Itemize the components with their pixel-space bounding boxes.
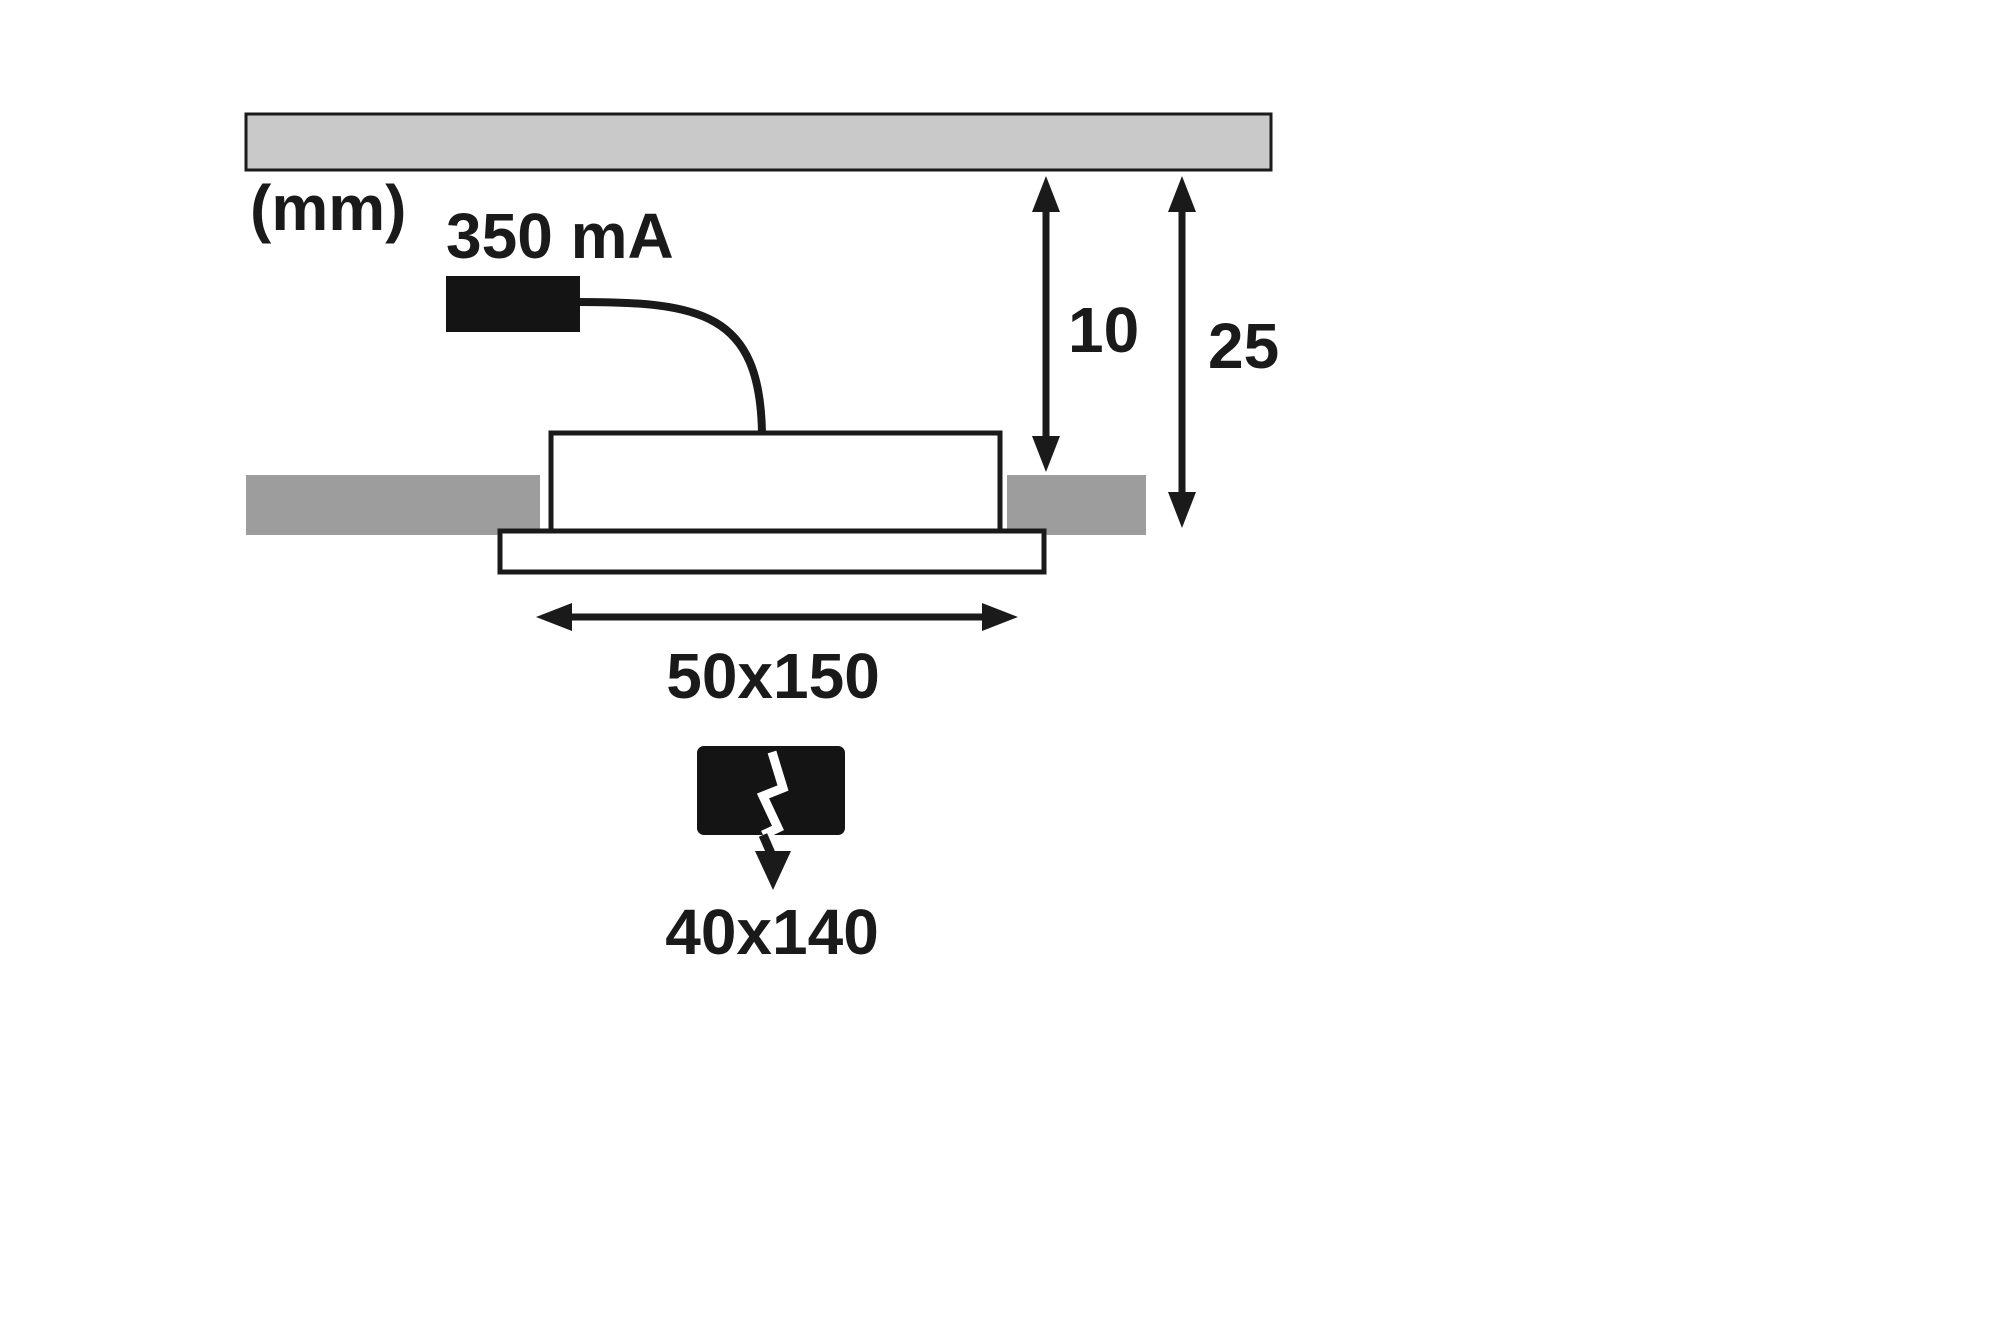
arrowhead-left-icon (536, 603, 572, 631)
dimension-arrow-depth-min (1032, 176, 1060, 472)
unit-label: (mm) (250, 172, 407, 244)
ceiling-panel (244, 112, 1273, 172)
luminaire-trim (497, 528, 1047, 575)
dimension-arrow-luminaire-size (536, 603, 1018, 631)
dimension-arrow-depth-total (1168, 176, 1196, 528)
furniture-panel-left (246, 475, 540, 535)
luminaire-housing (548, 430, 1003, 534)
dimension-label-depth-total: 25 (1208, 310, 1280, 382)
driver-connector (446, 276, 580, 332)
arrowhead-up-icon (1168, 176, 1196, 212)
arrowhead-up-icon (1032, 176, 1060, 212)
bolt-arrowhead-icon (755, 851, 791, 890)
lightning-bolt-icon (697, 746, 845, 890)
arrowhead-down-icon (1032, 436, 1060, 472)
bolt-zigzag-white (756, 750, 789, 840)
arrowhead-right-icon (982, 603, 1018, 631)
dimension-label-cutout-size: 40x140 (665, 896, 879, 968)
furniture-panel-right (1007, 475, 1146, 535)
dimension-label-luminaire-size: 50x150 (666, 640, 880, 712)
dimension-label-depth-min: 10 (1068, 294, 1140, 366)
arrowhead-down-icon (1168, 492, 1196, 528)
driver-cable (577, 298, 766, 434)
driver-current-label: 350 mA (446, 200, 674, 272)
